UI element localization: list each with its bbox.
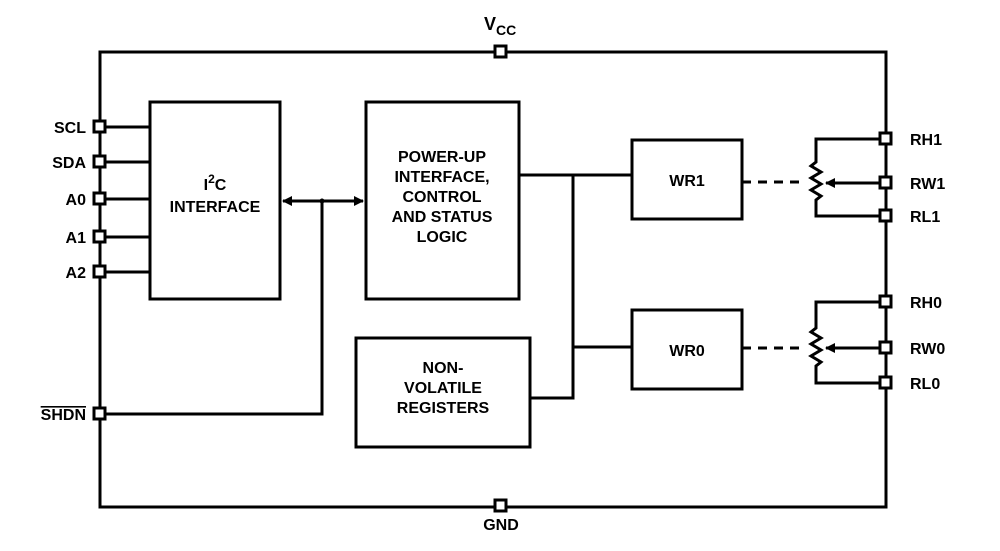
nonvolatile-line-2: VOLATILE	[404, 380, 482, 397]
i2c-interface-block	[148, 100, 282, 301]
a2-label: A2	[66, 265, 87, 282]
nonvolatile-line-1: NON-	[423, 360, 464, 377]
potentiometer-0	[808, 300, 886, 385]
power-up-line-4: AND STATUS	[392, 209, 493, 226]
power-up-line-5: LOGIC	[417, 229, 468, 246]
i2c-title: I2C	[204, 172, 227, 194]
rl0-label: RL0	[910, 376, 940, 393]
sda-pin	[92, 154, 107, 169]
power-up-line-2: INTERFACE,	[394, 169, 489, 186]
vcc-pin	[493, 44, 508, 59]
rh0-label: RH0	[910, 295, 942, 312]
logic-bus-vertical	[530, 175, 575, 400]
power-up-logic-block	[364, 100, 521, 301]
rh1-pin	[878, 131, 893, 146]
sda-label: SDA	[52, 155, 86, 172]
rw0-label: RW0	[910, 341, 945, 358]
nonvolatile-line-3: REGISTERS	[397, 400, 490, 417]
rw1-label: RW1	[910, 176, 945, 193]
shdn-wire	[100, 201, 324, 416]
gnd-pin	[493, 498, 508, 513]
power-up-line-1: POWER-UP	[398, 149, 486, 166]
rh1-label: RH1	[910, 132, 942, 149]
wr0-block	[630, 308, 744, 391]
a1-pin	[92, 229, 107, 244]
scl-pin	[92, 119, 107, 134]
rl1-label: RL1	[910, 209, 940, 226]
rl1-pin	[878, 208, 893, 223]
rw1-pin	[878, 175, 893, 190]
vcc-label: VCC	[484, 14, 516, 38]
power-up-line-3: CONTROL	[402, 189, 481, 206]
potentiometer-1	[808, 137, 886, 218]
wr1-block	[630, 138, 744, 221]
rl0-pin	[878, 375, 893, 390]
wr0-label: WR0	[669, 343, 705, 360]
scl-label: SCL	[54, 120, 86, 137]
nonvolatile-registers-block	[354, 336, 532, 449]
rh0-pin	[878, 294, 893, 309]
a0-pin	[92, 191, 107, 206]
a0-label: A0	[66, 192, 87, 209]
gnd-label: GND	[483, 517, 519, 534]
wr1-label: WR1	[669, 173, 705, 190]
a1-label: A1	[66, 230, 87, 247]
i2c-subtitle: INTERFACE	[170, 199, 261, 216]
chip-outline	[98, 50, 888, 509]
rw0-pin	[878, 340, 893, 355]
shdn-junction	[319, 198, 325, 204]
a2-pin	[92, 264, 107, 279]
shdn-pin	[92, 406, 107, 421]
shdn-label: SHDN	[41, 407, 86, 424]
